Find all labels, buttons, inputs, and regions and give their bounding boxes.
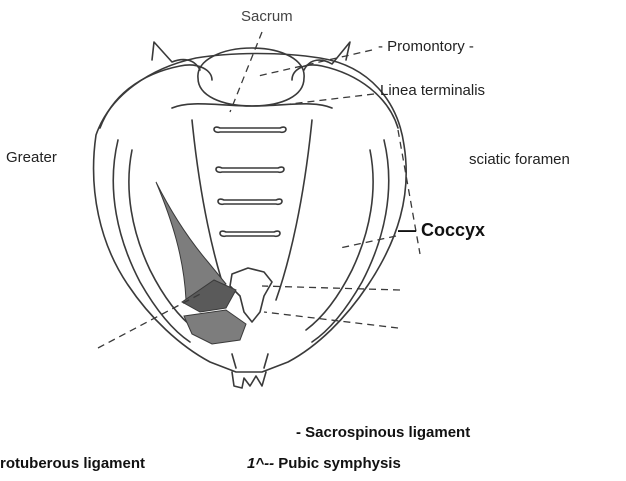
pubic-symphysis bbox=[232, 372, 266, 388]
leader-sacrum bbox=[230, 32, 262, 112]
leader-linea bbox=[290, 94, 374, 104]
right-inner-rim bbox=[306, 150, 373, 330]
label-greater: Greater bbox=[6, 149, 57, 166]
ligaments bbox=[156, 182, 246, 344]
label-sacrotuberous-ligament: rotuberous ligament bbox=[0, 455, 145, 472]
sacral-foramina bbox=[214, 127, 286, 236]
label-pubic-symphysis: 1^-- Pubic symphysis bbox=[247, 455, 401, 472]
label-promontory: - Promontory - bbox=[378, 38, 474, 55]
pelvis-outline bbox=[94, 54, 407, 373]
label-sacrum: Sacrum bbox=[241, 8, 293, 25]
label-coccyx: — Coccyx bbox=[398, 220, 485, 241]
label-pubic-prefix: 1^-- bbox=[247, 455, 274, 472]
sacrum-shape bbox=[198, 48, 304, 106]
label-pubic-text: Pubic symphysis bbox=[278, 455, 401, 472]
label-linea-terminalis: Linea terminalis bbox=[380, 82, 485, 99]
leader-coccyx bbox=[340, 236, 396, 248]
coccyx-shape bbox=[230, 268, 272, 322]
label-sciatic-foramen: sciatic foramen bbox=[469, 151, 570, 168]
leader-sacrospinous bbox=[262, 286, 400, 290]
left-iliac-wing bbox=[100, 65, 212, 128]
label-sacrospinous-ligament: - Sacrospinous ligament bbox=[296, 424, 470, 441]
